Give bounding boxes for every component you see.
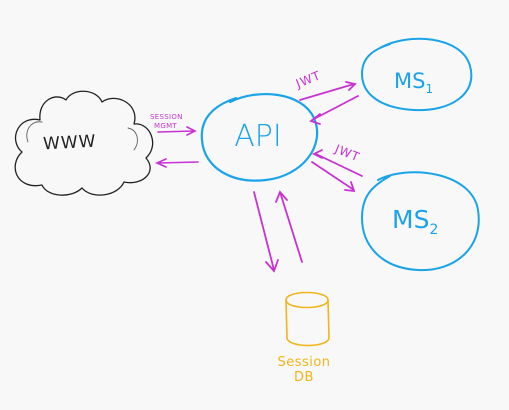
ms1-to-api-arrow — [309, 95, 359, 125]
www-api-label-line2: MGMT — [154, 122, 177, 130]
www-cloud-shape — [14, 90, 154, 196]
ms2-node: MS2 — [360, 171, 480, 272]
www-api-label-line1: SESSION — [150, 113, 183, 121]
ms1-label: MS1 — [394, 69, 433, 96]
ms2-label-main: MS — [392, 205, 429, 234]
session-db-label-line2: DB — [294, 370, 314, 385]
api-label: API — [234, 119, 281, 154]
api-to-ms2-arrow — [311, 161, 356, 193]
api-to-ms1-arrow — [299, 81, 357, 101]
api-to-db-arrow — [253, 191, 279, 273]
session-db-node: Session DB — [277, 291, 330, 385]
ms1-label-subscript: 1 — [425, 82, 433, 96]
ms2-label-subscript: 2 — [429, 222, 438, 238]
ms2-label: MS2 — [392, 205, 438, 238]
www-to-api-arrow — [157, 126, 197, 136]
session-db-label-line1: Session — [277, 355, 330, 370]
ms1-node: MS1 — [360, 37, 473, 112]
api-to-www-arrow — [155, 158, 199, 168]
www-cloud-inner — [26, 121, 138, 151]
db-to-api-arrow — [275, 190, 303, 263]
www-node: WWW — [14, 90, 154, 196]
ms2-ellipse-shape — [360, 171, 480, 272]
api-node: API — [200, 92, 319, 182]
edge-www-api: SESSION MGMT — [150, 113, 199, 168]
session-db-cylinder-body — [285, 299, 330, 347]
www-label: WWW — [43, 132, 97, 155]
ms2-to-api-arrow — [311, 149, 363, 177]
api-ellipse-shape — [200, 92, 319, 182]
ms1-label-main: MS — [394, 69, 425, 93]
edge-api-session-db — [253, 190, 303, 273]
ms1-ellipse-shape — [360, 37, 473, 112]
